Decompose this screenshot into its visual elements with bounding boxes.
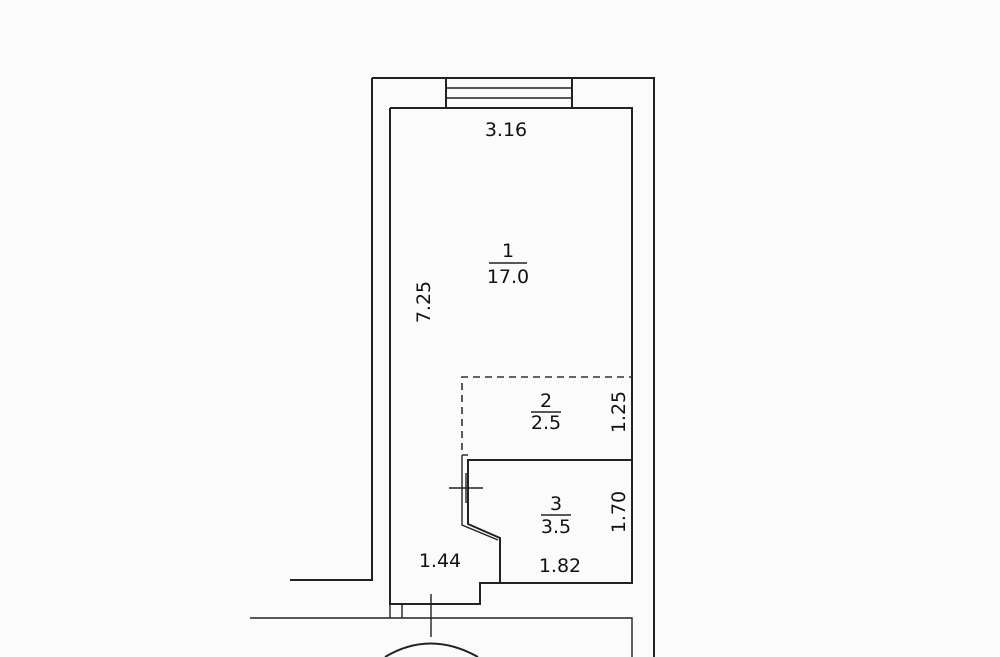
dimension-room3-length: 1.70 (608, 491, 630, 533)
dimension-room1-length: 7.25 (413, 281, 435, 323)
room-3-number: 3 (550, 493, 562, 515)
dimension-room2-length: 1.25 (608, 391, 630, 433)
dimension-window-width: 3.16 (485, 119, 527, 141)
niche-dashed-outline (461, 376, 632, 450)
window (445, 77, 573, 109)
room-1-number: 1 (502, 240, 514, 262)
dimension-room3-width: 1.82 (539, 555, 581, 577)
room-3-area: 3.5 (541, 516, 571, 538)
door-marker-bathroom (449, 473, 483, 503)
room-1-area: 17.0 (487, 266, 529, 288)
dimension-hall-width: 1.44 (419, 550, 461, 572)
lower-arc (384, 642, 479, 657)
room-2-number: 2 (540, 390, 552, 412)
room-2-area: 2.5 (531, 412, 561, 434)
